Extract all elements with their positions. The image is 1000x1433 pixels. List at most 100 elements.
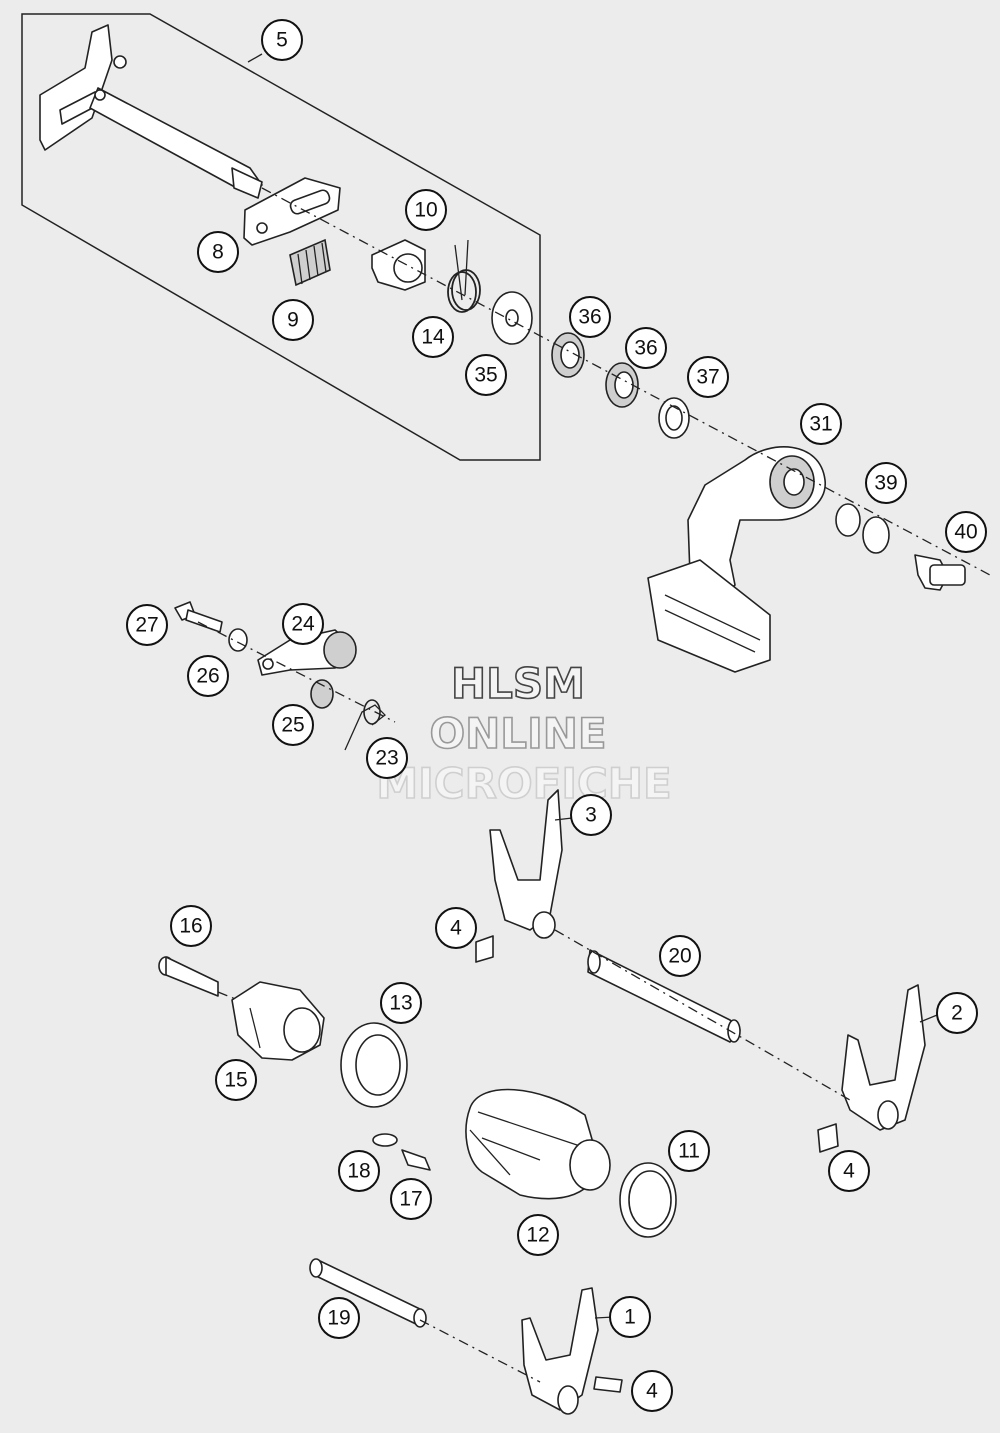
callout-5[interactable]: 5: [261, 19, 303, 61]
callout-8[interactable]: 8: [197, 231, 239, 273]
pin-4c-part[interactable]: [593, 1376, 623, 1393]
callout-20[interactable]: 20: [659, 935, 701, 977]
shift-drum-locating-15-part[interactable]: [231, 981, 325, 1061]
callout-label: 2: [951, 1002, 963, 1025]
spring-23-part[interactable]: [344, 699, 386, 751]
callout-label: 17: [399, 1188, 422, 1211]
lock-washer-39-part[interactable]: [835, 503, 890, 554]
callout-label: 36: [578, 306, 601, 329]
callout-label: 9: [287, 309, 299, 332]
ratchet-part[interactable]: [371, 239, 426, 291]
washer-35-part[interactable]: [491, 291, 533, 345]
screw-17-part[interactable]: [401, 1149, 431, 1171]
leader-lines: [247, 53, 943, 1319]
shift-fork-3-part[interactable]: [489, 789, 563, 939]
callout-4a[interactable]: 4: [435, 907, 477, 949]
callout-1[interactable]: 1: [609, 1296, 651, 1338]
callout-label: 11: [678, 1140, 700, 1163]
bushing-25-part[interactable]: [310, 679, 334, 709]
callout-19[interactable]: 19: [318, 1297, 360, 1339]
callout-label: 8: [212, 241, 224, 264]
watermark: HLSM ONLINE MICROFICHE: [376, 658, 673, 809]
locking-lever-24-part[interactable]: [257, 629, 357, 676]
seal-ring-37-part[interactable]: [658, 397, 690, 439]
shift-fork-2-part[interactable]: [841, 984, 926, 1131]
shift-shaft-part[interactable]: [39, 24, 263, 199]
needle-bearing-36a-part[interactable]: [551, 332, 585, 378]
callout-label: 13: [389, 992, 412, 1015]
washer-26-part[interactable]: [228, 628, 248, 652]
callout-label: 14: [421, 326, 445, 349]
callout-label: 27: [135, 614, 158, 637]
callout-label: 24: [291, 613, 315, 636]
bearing-11-part[interactable]: [619, 1162, 677, 1238]
callout-37[interactable]: 37: [687, 356, 729, 398]
axis-lines: [197, 187, 991, 1383]
washer-18-part[interactable]: [372, 1133, 398, 1147]
callout-15[interactable]: 15: [215, 1059, 257, 1101]
pin-4b-part[interactable]: [817, 1123, 839, 1153]
callout-label: 31: [809, 413, 832, 436]
shift-rod-20-part[interactable]: [587, 949, 741, 1043]
callout-label: 18: [347, 1160, 370, 1183]
callout-16[interactable]: 16: [170, 905, 212, 947]
callout-label: 36: [634, 337, 657, 360]
callout-label: 5: [276, 29, 288, 52]
shift-rod-19-part[interactable]: [309, 1258, 427, 1328]
callout-label: 26: [196, 665, 219, 688]
callout-4b[interactable]: 4: [828, 1150, 870, 1192]
callout-label: 1: [624, 1306, 636, 1329]
callout-2[interactable]: 2: [936, 992, 978, 1034]
callout-26[interactable]: 26: [187, 655, 229, 697]
callout-24[interactable]: 24: [282, 603, 324, 645]
callout-label: 10: [414, 199, 437, 222]
callout-label: 16: [179, 915, 202, 938]
bolt-16-part[interactable]: [158, 956, 219, 997]
callout-36b[interactable]: 36: [625, 327, 667, 369]
callout-label: 4: [450, 917, 462, 940]
watermark-line-3: MICROFICHE: [376, 759, 671, 808]
callout-31[interactable]: 31: [800, 403, 842, 445]
callout-label: 15: [224, 1069, 247, 1092]
shift-fork-1-part[interactable]: [521, 1287, 599, 1415]
bearing-13-part[interactable]: [340, 1022, 408, 1108]
callout-17[interactable]: 17: [390, 1178, 432, 1220]
callout-label: 35: [474, 364, 497, 387]
callout-label: 3: [585, 804, 597, 827]
callout-18[interactable]: 18: [338, 1150, 380, 1192]
callout-40[interactable]: 40: [945, 511, 987, 553]
callout-11[interactable]: 11: [668, 1130, 710, 1172]
callout-3[interactable]: 3: [570, 794, 612, 836]
callout-36a[interactable]: 36: [569, 296, 611, 338]
watermark-line-1: HLSM: [451, 659, 585, 708]
callout-39[interactable]: 39: [865, 462, 907, 504]
callout-27[interactable]: 27: [126, 604, 168, 646]
pin-4a-part[interactable]: [475, 935, 494, 963]
shift-lever-part[interactable]: [647, 446, 826, 673]
bolt-40-part[interactable]: [914, 554, 966, 591]
callout-23[interactable]: 23: [366, 737, 408, 779]
callout-label: 25: [281, 714, 304, 737]
shift-shaft-assembly-outline: [21, 13, 541, 461]
callout-9[interactable]: 9: [272, 299, 314, 341]
callout-label: 20: [668, 945, 691, 968]
callout-12[interactable]: 12: [517, 1214, 559, 1256]
callout-label: 4: [843, 1160, 855, 1183]
shift-drum-12-part[interactable]: [465, 1088, 611, 1200]
torsion-spring-part[interactable]: [447, 239, 481, 313]
bolt-27-part[interactable]: [174, 601, 223, 633]
callout-label: 40: [954, 521, 977, 544]
callout-label: 39: [874, 472, 897, 495]
shift-plate-part[interactable]: [243, 177, 341, 246]
callout-13[interactable]: 13: [380, 982, 422, 1024]
callout-14[interactable]: 14: [412, 316, 454, 358]
callout-label: 37: [696, 366, 719, 389]
callout-10[interactable]: 10: [405, 189, 447, 231]
callout-label: 12: [526, 1224, 549, 1247]
spring-part[interactable]: [289, 238, 331, 287]
callout-35[interactable]: 35: [465, 354, 507, 396]
callout-4c[interactable]: 4: [631, 1370, 673, 1412]
callout-25[interactable]: 25: [272, 704, 314, 746]
